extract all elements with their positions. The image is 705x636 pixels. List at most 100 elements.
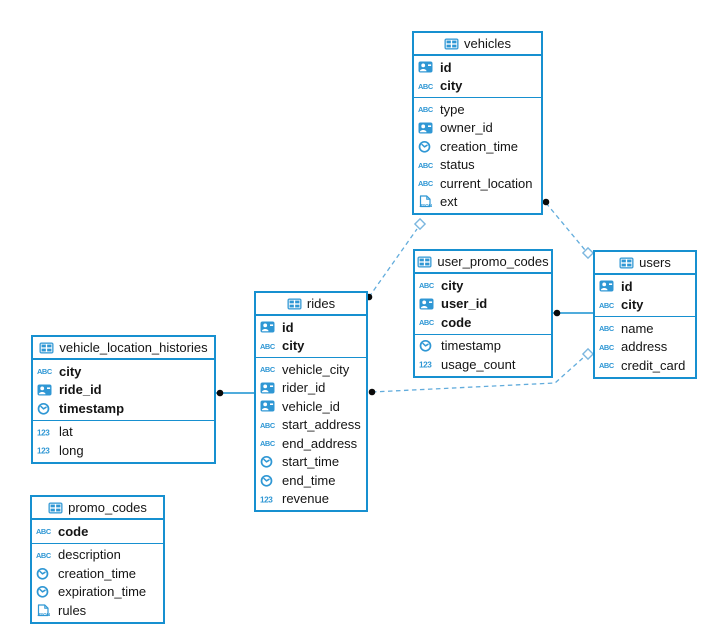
svg-text:ABC: ABC xyxy=(36,551,52,560)
column-row[interactable]: ABC type xyxy=(414,100,541,119)
relationship-rides-vehicles[interactable] xyxy=(368,228,418,298)
table-name: user_promo_codes xyxy=(437,254,549,269)
svg-text:ABC: ABC xyxy=(418,161,434,170)
column-row[interactable]: vehicle_id xyxy=(256,397,366,416)
abc-text-icon: ABC xyxy=(599,321,617,335)
abc-text-icon: ABC xyxy=(260,418,278,432)
svg-text:ABC: ABC xyxy=(599,324,615,333)
column-row[interactable]: start_time xyxy=(256,453,366,472)
column-row[interactable]: ABC start_address xyxy=(256,416,366,435)
svg-text:ABC: ABC xyxy=(419,318,435,327)
primary-key-row[interactable]: ABC code xyxy=(415,313,551,332)
table-vehicles[interactable]: vehicles id ABC city ABC type owner_id c… xyxy=(412,31,543,215)
column-row[interactable]: 123 revenue xyxy=(256,490,366,509)
relationship-rides-users[interactable] xyxy=(371,356,585,393)
column-row[interactable]: ABC address xyxy=(595,338,695,357)
svg-text:123: 123 xyxy=(260,495,273,504)
table-users[interactable]: users id ABC city ABC name ABC address A… xyxy=(593,250,697,379)
svg-text:ABC: ABC xyxy=(260,421,276,430)
table-vehicle_location_histories[interactable]: vehicle_location_histories ABC city ride… xyxy=(31,335,216,464)
primary-key-row[interactable]: id xyxy=(256,318,366,337)
column-row[interactable]: timestamp xyxy=(415,337,551,356)
abc-text-icon: ABC xyxy=(418,158,436,172)
column-name: id xyxy=(282,319,294,335)
table-icon xyxy=(287,298,302,310)
table-header[interactable]: promo_codes xyxy=(32,497,163,520)
column-name: type xyxy=(440,101,465,117)
column-row[interactable]: expiration_time xyxy=(32,583,163,602)
svg-text:123: 123 xyxy=(37,428,50,437)
column-row[interactable]: ABC status xyxy=(414,156,541,175)
column-row[interactable]: owner_id xyxy=(414,119,541,138)
table-icon xyxy=(619,257,634,269)
column-name: description xyxy=(58,547,121,563)
column-row[interactable]: end_time xyxy=(256,471,366,490)
column-name: id xyxy=(440,59,452,75)
abc-text-icon: ABC xyxy=(37,364,55,378)
table-name: vehicle_location_histories xyxy=(59,340,208,355)
column-name: user_id xyxy=(441,296,488,312)
primary-key-row[interactable]: ABC code xyxy=(32,522,163,541)
column-row[interactable]: creation_time xyxy=(414,137,541,156)
table-promo_codes[interactable]: promo_codes ABC code ABC description cre… xyxy=(30,495,165,624)
column-row[interactable]: 123 lat xyxy=(33,423,214,442)
svg-text:123: 123 xyxy=(419,361,432,370)
column-row[interactable]: rider_id xyxy=(256,379,366,398)
table-name: vehicles xyxy=(464,36,511,51)
primary-key-row[interactable]: ride_id xyxy=(33,381,214,400)
json-document-icon: JSON xyxy=(418,195,436,209)
id-badge-icon xyxy=(418,121,436,135)
id-badge-icon xyxy=(37,383,55,397)
table-header[interactable]: vehicle_location_histories xyxy=(33,337,214,360)
primary-key-row[interactable]: timestamp xyxy=(33,399,214,418)
primary-key-row[interactable]: user_id xyxy=(415,295,551,314)
primary-key-section: ABC code xyxy=(32,520,163,543)
columns-section: ABC description creation_time expiration… xyxy=(32,542,163,622)
column-row[interactable]: JSON ext xyxy=(414,193,541,212)
column-row[interactable]: creation_time xyxy=(32,564,163,583)
column-row[interactable]: ABC vehicle_city xyxy=(256,360,366,379)
svg-text:ABC: ABC xyxy=(260,342,276,351)
table-header[interactable]: vehicles xyxy=(414,33,541,56)
column-row[interactable]: ABC description xyxy=(32,546,163,565)
svg-text:ABC: ABC xyxy=(37,367,53,376)
column-row[interactable]: 123 usage_count xyxy=(415,355,551,374)
column-name: current_location xyxy=(440,175,533,191)
column-name: vehicle_id xyxy=(282,398,340,414)
column-row[interactable]: ABC current_location xyxy=(414,174,541,193)
table-header[interactable]: rides xyxy=(256,293,366,316)
column-row[interactable]: ABC name xyxy=(595,319,695,338)
columns-section: 123 lat 123 long xyxy=(33,419,214,462)
column-row[interactable]: ABC end_address xyxy=(256,434,366,453)
column-name: usage_count xyxy=(441,356,516,372)
table-header[interactable]: users xyxy=(595,252,695,275)
primary-key-row[interactable]: id xyxy=(595,277,695,296)
table-header[interactable]: user_promo_codes xyxy=(415,251,551,274)
cardinality-diamond xyxy=(581,347,595,361)
primary-key-row[interactable]: ABC city xyxy=(595,296,695,315)
column-name: revenue xyxy=(282,491,329,507)
column-row[interactable]: 123 long xyxy=(33,441,214,460)
numeric-123-icon: 123 xyxy=(419,357,437,371)
primary-key-row[interactable]: ABC city xyxy=(256,337,366,356)
column-row[interactable]: ABC credit_card xyxy=(595,356,695,375)
table-rides[interactable]: rides id ABC city ABC vehicle_city rider… xyxy=(254,291,368,512)
primary-key-row[interactable]: ABC city xyxy=(415,276,551,295)
clock-icon xyxy=(419,339,437,353)
column-name: ext xyxy=(440,194,458,210)
primary-key-row[interactable]: id xyxy=(414,58,541,77)
primary-key-row[interactable]: ABC city xyxy=(414,77,541,96)
svg-text:ABC: ABC xyxy=(260,439,276,448)
column-name: status xyxy=(440,157,475,173)
primary-key-row[interactable]: ABC city xyxy=(33,362,214,381)
table-user_promo_codes[interactable]: user_promo_codes ABC city user_id ABC co… xyxy=(413,249,553,378)
svg-text:ABC: ABC xyxy=(260,365,276,374)
cardinality-diamond xyxy=(413,217,427,231)
relationship-vehicles-users[interactable] xyxy=(545,202,586,251)
abc-text-icon: ABC xyxy=(418,176,436,190)
column-row[interactable]: JSON rules xyxy=(32,601,163,620)
cardinality-dot xyxy=(553,309,561,317)
